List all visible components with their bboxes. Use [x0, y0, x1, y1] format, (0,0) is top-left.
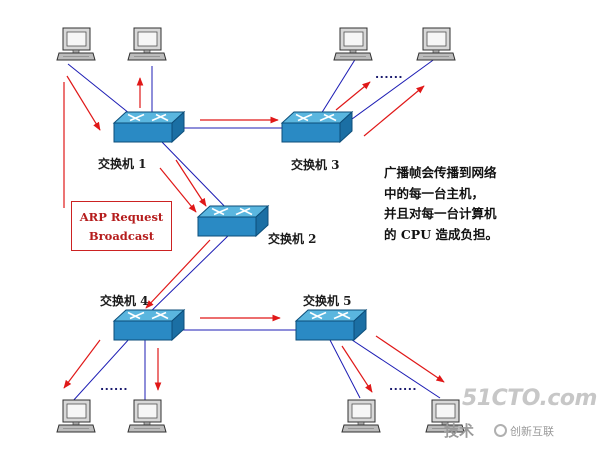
switch-1-label: 交换机 1: [98, 157, 147, 171]
ellipsis-bottom-right: ......: [389, 380, 418, 393]
switch-5-icon: [295, 309, 367, 341]
switch-2-label: 交换机 2: [268, 232, 317, 246]
host-top-left-2: [127, 27, 167, 61]
host-bottom-left-1: [56, 399, 96, 433]
watermark-tech: 技术: [444, 422, 475, 440]
note-line4: 的 CPU 造成负担。: [384, 226, 498, 242]
switch-3-label: 交换机 3: [291, 158, 340, 172]
watermark-site: 51CTO.com: [462, 386, 597, 411]
arp-box-line2: Broadcast: [88, 229, 155, 243]
switch-3-icon: [281, 111, 353, 143]
network-diagram: [56, 27, 465, 433]
broadcast-arrows: [63, 75, 445, 393]
switch-2-icon: [197, 205, 269, 237]
note-line1: 广播帧会传播到网络: [384, 165, 497, 180]
arp-box-line1: ARP Request: [79, 210, 164, 224]
host-top-right-1: [333, 27, 373, 61]
switch-1-icon: [113, 111, 185, 143]
host-top-left-1: [56, 27, 96, 61]
switch-5-label: 交换机 5: [303, 294, 352, 308]
host-bottom-right-1: [341, 399, 381, 433]
watermark-brand: 创新互联: [510, 425, 554, 438]
switch-4-label: 交换机 4: [100, 294, 149, 308]
host-top-right-2: [416, 27, 456, 61]
explanation-note: 广播帧会传播到网络 中的每一台主机， 并且对每一台计算机 的 CPU 造成负担。: [384, 163, 498, 245]
ellipsis-top: ......: [375, 68, 404, 81]
ellipsis-bottom-left: ......: [100, 380, 129, 393]
note-line3: 并且对每一台计算机: [384, 206, 497, 221]
host-bottom-left-2: [127, 399, 167, 433]
switch-4-icon: [113, 309, 185, 341]
watermark-logo-icon: [494, 424, 507, 437]
arp-request-box: ARP Request Broadcast: [71, 201, 172, 251]
note-line2: 中的每一台主机，: [384, 185, 485, 201]
